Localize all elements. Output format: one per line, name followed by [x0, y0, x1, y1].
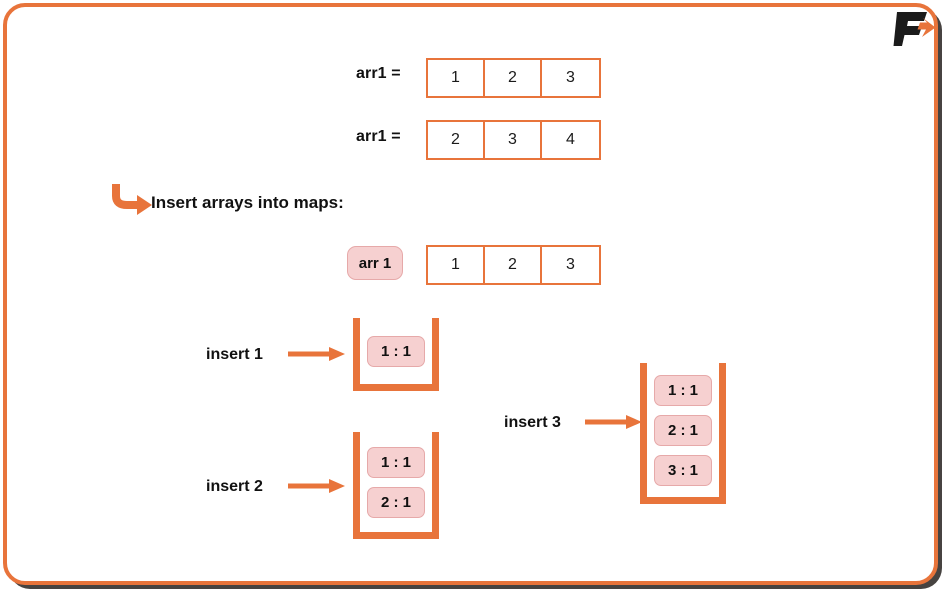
insert-2-label: insert 2 [206, 478, 263, 495]
array-cell: 2 [428, 122, 485, 158]
arrow-right-icon [288, 344, 346, 364]
map-entry: 1 : 1 [654, 374, 712, 406]
brand-logo [893, 8, 939, 48]
arr-1-badge: arr 1 [347, 246, 403, 280]
source-array: 1 2 3 [426, 245, 601, 285]
map-entry: 2 : 1 [654, 414, 712, 446]
slide-frame [3, 3, 938, 585]
array-cell: 3 [542, 247, 599, 283]
array-cell: 1 [428, 60, 485, 96]
map-container-step-1: 1 : 1 [353, 318, 439, 391]
logo-f-chevron-icon [893, 12, 936, 46]
array-cell: 2 [485, 60, 542, 96]
insert-3-label: insert 3 [504, 414, 561, 431]
curved-arrow-right-icon [110, 180, 154, 216]
array-cell: 3 [485, 122, 542, 158]
array-2-label: arr1 = [356, 128, 401, 145]
array-1: 1 2 3 [426, 58, 601, 98]
map-entry: 3 : 1 [654, 454, 712, 486]
array-cell: 1 [428, 247, 485, 283]
map-entry: 2 : 1 [367, 486, 425, 518]
arrow-right-icon [288, 476, 346, 496]
section-heading: Insert arrays into maps: [151, 193, 344, 212]
array-2: 2 3 4 [426, 120, 601, 160]
map-entry: 1 : 1 [367, 335, 425, 367]
map-container-step-2: 1 : 1 2 : 1 [353, 432, 439, 539]
arrow-right-icon [585, 412, 643, 432]
array-cell: 2 [485, 247, 542, 283]
array-cell: 3 [542, 60, 599, 96]
array-1-label: arr1 = [356, 65, 401, 82]
map-entry: 1 : 1 [367, 446, 425, 478]
map-container-step-3: 1 : 1 2 : 1 3 : 1 [640, 363, 726, 504]
insert-1-label: insert 1 [206, 346, 263, 363]
array-cell: 4 [542, 122, 599, 158]
